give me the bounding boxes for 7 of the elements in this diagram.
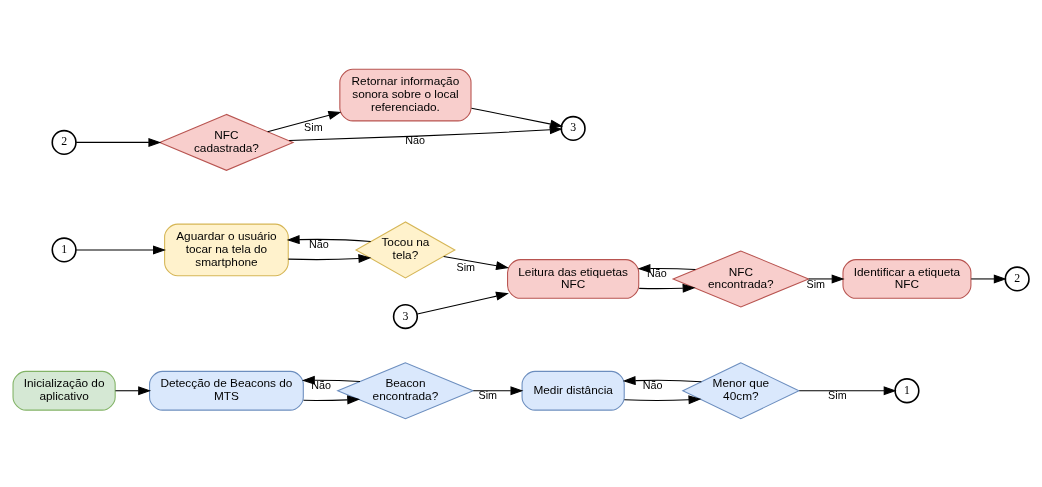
edge-label: Não	[642, 378, 663, 391]
edge-label: Sim	[478, 388, 498, 401]
edge-label: Não	[405, 133, 425, 146]
edge-label: Sim	[456, 260, 476, 273]
edge-label: Sim	[828, 388, 847, 401]
edge-label: Sim	[304, 120, 323, 133]
edge-label: Não	[309, 237, 329, 250]
